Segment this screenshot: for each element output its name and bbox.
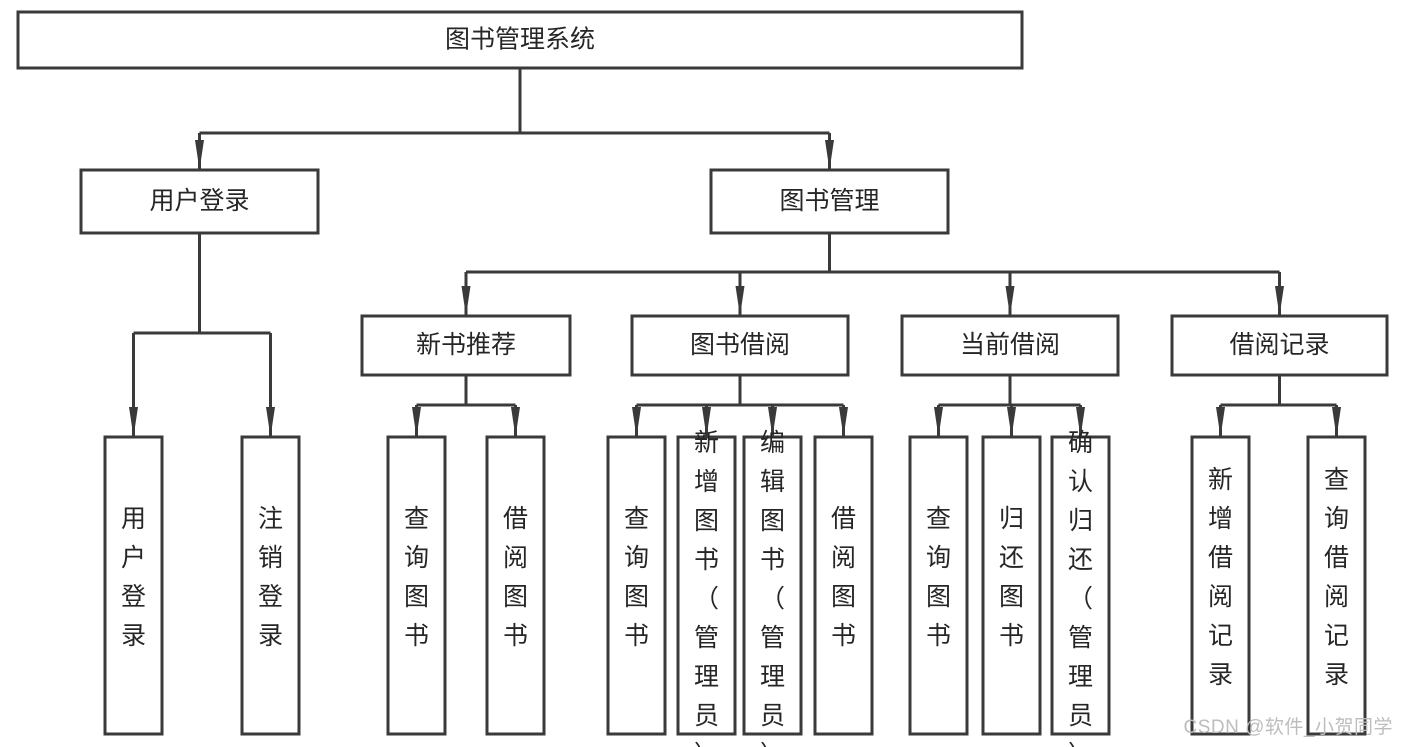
node-label-leaf-newbook-query: 查询图书 — [404, 505, 429, 650]
arrow-head-leaf-newbook-borrow — [511, 407, 520, 437]
node-leaf-user-logout[interactable]: 注销登录 — [240, 435, 301, 736]
node-leaf-current-query[interactable]: 查询图书 — [908, 435, 969, 736]
node-label-leaf-newbook-borrow: 借阅图书 — [503, 505, 528, 650]
node-label-login: 用户登录 — [149, 187, 249, 215]
node-box-leaf-current-return[interactable] — [981, 435, 1042, 736]
node-box-leaf-newbook-query[interactable] — [386, 435, 447, 736]
arrow-head-login — [195, 140, 204, 170]
node-box-leaf-borrow-query[interactable] — [606, 435, 667, 736]
arrow-head-leaf-newbook-query — [412, 407, 421, 437]
connector-layer — [129, 68, 1341, 437]
node-box-leaf-user-logout[interactable] — [240, 435, 301, 736]
node-label-newbook: 新书推荐 — [416, 331, 516, 359]
node-box-sys[interactable] — [16, 10, 1024, 70]
node-label-leaf-user-login: 用户登录 — [121, 505, 146, 650]
node-box-bookmg[interactable] — [709, 168, 950, 235]
node-current[interactable]: 当前借阅 — [900, 314, 1120, 377]
node-records[interactable]: 借阅记录 — [1170, 314, 1389, 377]
node-box-leaf-user-login[interactable] — [103, 435, 164, 736]
node-box-leaf-record-add[interactable] — [1190, 435, 1251, 736]
node-box-leaf-borrow-lend[interactable] — [813, 435, 874, 736]
arrow-head-leaf-current-query — [934, 407, 943, 437]
node-label-leaf-borrow-edit: 编辑图书（管理员） — [760, 429, 785, 747]
node-leaf-borrow-add[interactable]: 新增图书（管理员） — [676, 429, 737, 747]
node-bookmg[interactable]: 图书管理 — [709, 168, 950, 235]
node-label-records: 借阅记录 — [1229, 331, 1329, 359]
node-login[interactable]: 用户登录 — [79, 168, 320, 235]
node-label-leaf-current-confirm: 确认归还（管理员） — [1068, 429, 1093, 747]
node-leaf-record-query[interactable]: 查询借阅记录 — [1306, 435, 1367, 736]
node-borrow[interactable]: 图书借阅 — [630, 314, 850, 377]
arrow-head-leaf-record-query — [1332, 407, 1341, 437]
arrow-head-leaf-borrow-edit — [768, 407, 777, 437]
node-label-current: 当前借阅 — [960, 331, 1060, 359]
arrow-head-leaf-user-logout — [266, 407, 275, 437]
node-leaf-current-confirm[interactable]: 确认归还（管理员） — [1050, 429, 1111, 747]
arrow-head-leaf-current-return — [1007, 407, 1016, 437]
node-label-bookmg: 图书管理 — [779, 187, 879, 215]
node-sys[interactable]: 图书管理系统 — [16, 10, 1024, 70]
node-box-current[interactable] — [900, 314, 1120, 377]
node-box-leaf-newbook-borrow[interactable] — [485, 435, 546, 736]
node-box-login[interactable] — [79, 168, 320, 235]
node-label-leaf-user-logout: 注销登录 — [258, 505, 283, 650]
arrow-head-bookmg — [825, 140, 834, 170]
arrow-head-leaf-current-confirm — [1076, 407, 1085, 437]
node-label-leaf-record-add: 新增借阅记录 — [1208, 466, 1233, 689]
node-label-leaf-current-return: 归还图书 — [999, 505, 1024, 650]
node-leaf-borrow-edit[interactable]: 编辑图书（管理员） — [742, 429, 803, 747]
arrow-head-leaf-borrow-add — [702, 407, 711, 437]
node-box-records[interactable] — [1170, 314, 1389, 377]
node-box-leaf-borrow-edit[interactable] — [742, 435, 803, 736]
arrow-head-newbook — [461, 286, 471, 316]
node-leaf-user-login[interactable]: 用户登录 — [103, 435, 164, 736]
node-label-leaf-record-query: 查询借阅记录 — [1324, 466, 1349, 689]
node-box-leaf-current-query[interactable] — [908, 435, 969, 736]
node-label-leaf-borrow-query: 查询图书 — [624, 505, 649, 650]
node-label-leaf-borrow-lend: 借阅图书 — [831, 505, 856, 650]
node-leaf-record-add[interactable]: 新增借阅记录 — [1190, 435, 1251, 736]
node-leaf-borrow-query[interactable]: 查询图书 — [606, 435, 667, 736]
arrow-head-records — [1275, 286, 1284, 316]
node-newbook[interactable]: 新书推荐 — [360, 314, 572, 377]
node-leaf-newbook-borrow[interactable]: 借阅图书 — [485, 435, 546, 736]
node-box-newbook[interactable] — [360, 314, 572, 377]
node-leaf-borrow-lend[interactable]: 借阅图书 — [813, 435, 874, 736]
node-label-leaf-borrow-add: 新增图书（管理员） — [694, 429, 719, 747]
node-box-borrow[interactable] — [630, 314, 850, 377]
node-layer: 图书管理系统用户登录图书管理新书推荐图书借阅当前借阅借阅记录用户登录注销登录查询… — [16, 10, 1389, 747]
node-box-leaf-current-confirm[interactable] — [1050, 435, 1111, 736]
arrow-head-borrow — [735, 286, 745, 316]
node-label-sys: 图书管理系统 — [445, 26, 595, 54]
arrow-head-leaf-borrow-query — [632, 407, 641, 437]
node-label-leaf-current-query: 查询图书 — [926, 505, 951, 650]
node-leaf-current-return[interactable]: 归还图书 — [981, 435, 1042, 736]
arrow-head-leaf-record-add — [1216, 407, 1225, 437]
node-leaf-newbook-query[interactable]: 查询图书 — [386, 435, 447, 736]
node-box-leaf-borrow-add[interactable] — [676, 435, 737, 736]
arrow-head-current — [1005, 286, 1015, 316]
arrow-head-leaf-user-login — [129, 407, 138, 437]
node-label-borrow: 图书借阅 — [690, 331, 790, 359]
arrow-head-leaf-borrow-lend — [839, 407, 848, 437]
node-box-leaf-record-query[interactable] — [1306, 435, 1367, 736]
